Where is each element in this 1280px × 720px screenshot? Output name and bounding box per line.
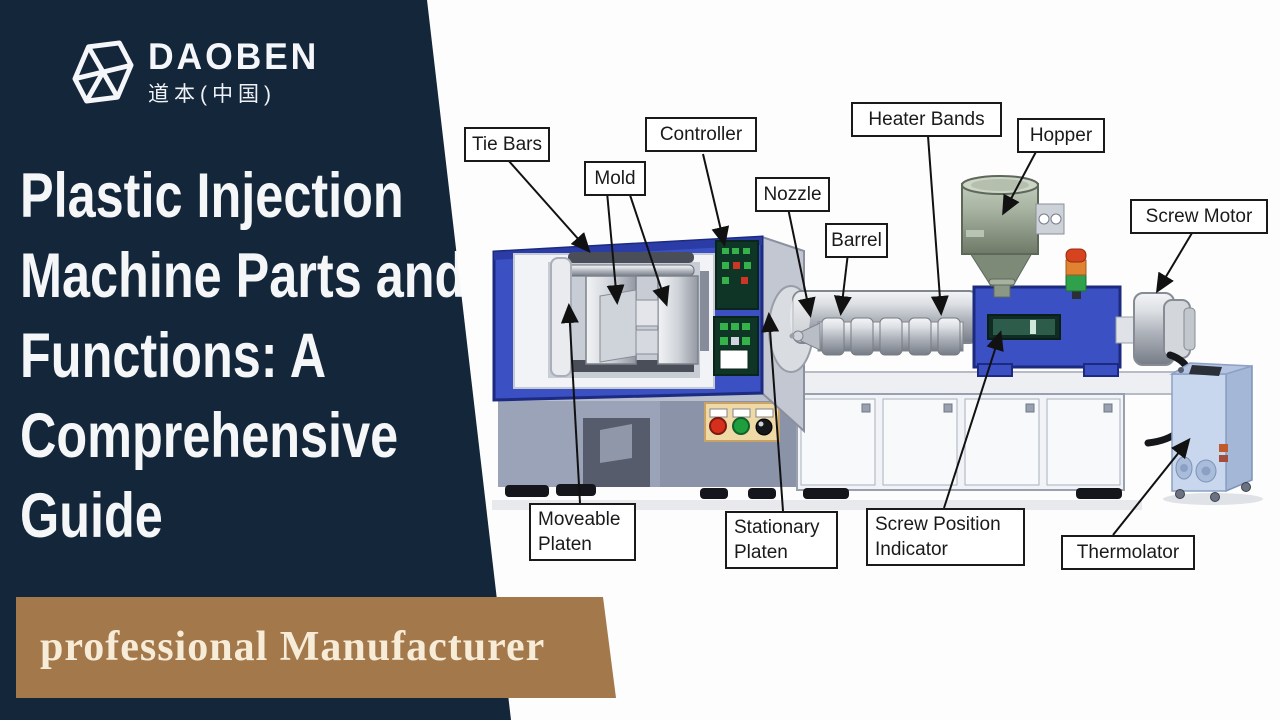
title-line-2: Machine Parts and	[20, 241, 466, 311]
label-moveable-platen: Moveable Platen	[529, 503, 636, 562]
title-line-4: Comprehensive	[20, 401, 399, 471]
label-screw-position-indicator: Screw Position Indicator	[866, 508, 1025, 567]
green-button	[732, 417, 750, 435]
thermolator-unit	[1169, 362, 1253, 502]
screw-position-indicator-part	[987, 314, 1061, 340]
stack-light	[1065, 248, 1087, 299]
tie-bar-second	[567, 264, 695, 277]
arrow-screw-position-indicator	[943, 330, 1004, 509]
title-line-3: Functions: A	[20, 321, 327, 391]
label-heater-bands: Heater Bands	[851, 102, 1002, 138]
title-line-1: Plastic Injection	[20, 161, 404, 231]
clamping-unit	[492, 235, 814, 434]
label-tie-bars: Tie Bars	[464, 127, 550, 163]
annotation-arrows	[507, 135, 1193, 536]
label-screw-motor: Screw Motor	[1130, 199, 1268, 235]
controller-panel	[713, 240, 759, 376]
title-line-5: Guide	[20, 481, 163, 551]
arrow-heater-bands	[927, 135, 949, 316]
arrow-tie-bars	[507, 159, 591, 253]
label-thermolator: Thermolator	[1061, 535, 1195, 571]
label-nozzle: Nozzle	[755, 177, 830, 213]
tagline-banner: professional Manufacturer	[16, 597, 616, 698]
button-panel	[704, 402, 780, 442]
brand-subtitle: 道本(中国)	[148, 83, 276, 106]
arrow-thermolator	[1112, 437, 1191, 536]
page-title: Plastic Injection Machine Parts and Func…	[20, 156, 468, 556]
arrow-mold-right	[628, 191, 670, 307]
label-hopper: Hopper	[1017, 118, 1105, 154]
brand-logo: DAOBEN 道本(中国)	[72, 36, 326, 108]
tagline-text: professional Manufacturer	[40, 624, 546, 670]
arrow-barrel	[833, 252, 852, 316]
arrow-screw-motor	[1155, 232, 1193, 294]
arrow-nozzle	[787, 207, 816, 318]
label-stationary-platen: Stationary Platen	[725, 511, 838, 570]
hexagon-logo-icon	[72, 40, 134, 104]
arrow-stationary-platen	[761, 312, 784, 512]
screw-motor-part	[1115, 292, 1196, 366]
nozzle-part	[789, 322, 821, 351]
label-barrel: Barrel	[825, 223, 888, 259]
injection-housing	[972, 285, 1122, 377]
moveable-platen-part	[550, 257, 572, 377]
arrow-moveable-platen	[560, 303, 581, 504]
red-button	[709, 417, 727, 435]
tie-bar-top	[568, 252, 694, 263]
black-knob	[755, 418, 773, 436]
arrow-controller	[702, 153, 730, 247]
hopper-part	[961, 175, 1065, 298]
machine-cabinet	[759, 371, 1197, 499]
thermolator-panel	[1189, 365, 1222, 376]
label-mold: Mold	[584, 161, 646, 197]
heater-bands-part	[817, 317, 964, 356]
injection-unit	[789, 175, 1197, 447]
arrow-hopper	[1002, 147, 1039, 216]
label-controller: Controller	[645, 117, 757, 153]
brand-name: DAOBEN	[148, 36, 320, 77]
stationary-platen-part	[700, 271, 709, 351]
arrow-mold-left	[606, 191, 625, 305]
